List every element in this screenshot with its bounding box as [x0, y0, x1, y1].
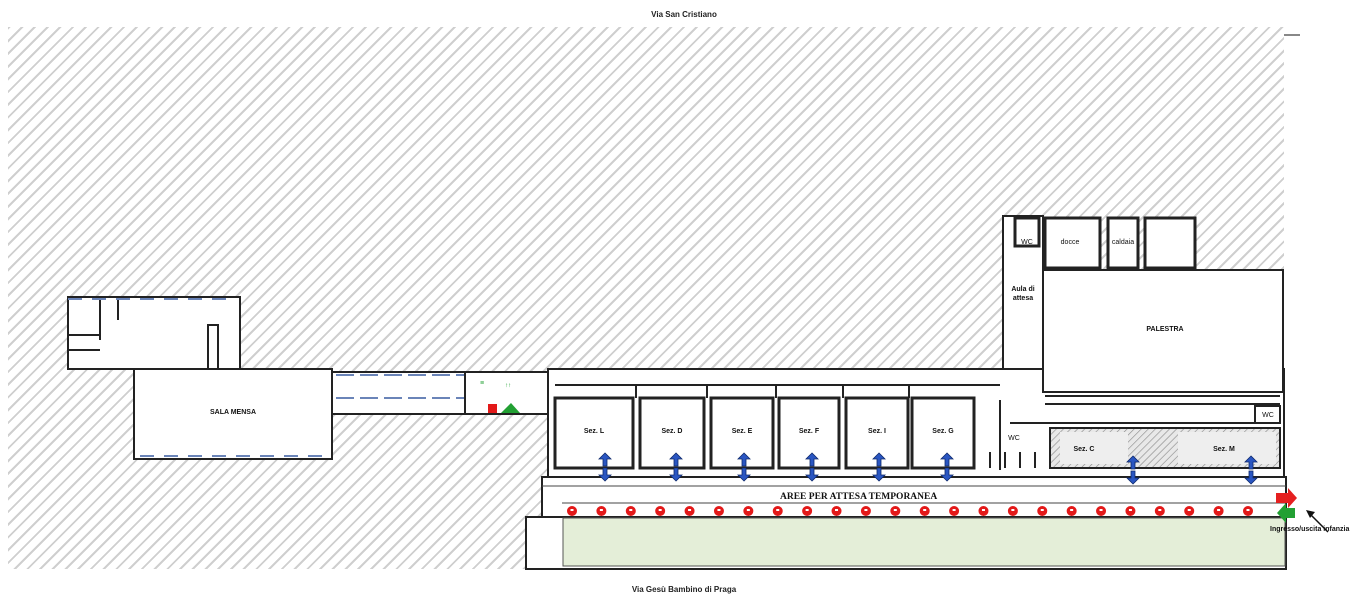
room-label-wc-top: WC	[1021, 239, 1033, 246]
room-label-palestra: PALESTRA	[1146, 326, 1184, 333]
room-label-docce: docce	[1060, 239, 1080, 246]
section-label: Sez. F	[798, 428, 820, 435]
stair-arrows	[598, 452, 1258, 485]
sala-mensa-room	[133, 368, 333, 460]
exit-marker-red	[488, 404, 497, 413]
room-label-sala-mensa: SALA MENSA	[209, 409, 257, 416]
section-label: Sez. M	[1213, 446, 1235, 453]
section-label: Sez. C	[1073, 446, 1095, 453]
stair-arrow	[737, 452, 751, 482]
exit-marker-green	[501, 403, 520, 413]
palestra-room	[1042, 269, 1284, 393]
connector-corridor	[331, 371, 553, 415]
stair-arrow	[1244, 455, 1258, 485]
svg-text:↑↑: ↑↑	[505, 383, 511, 389]
waiting-points	[567, 506, 1253, 516]
stair-arrow	[940, 452, 954, 482]
section-label: Sez. G	[932, 428, 954, 435]
section-label: Sez. I	[868, 428, 886, 435]
stair-arrow	[872, 452, 886, 482]
section-label: Sez. D	[661, 428, 683, 435]
street-label-bottom: Via Gesù Bambino di Praga	[631, 585, 737, 594]
exit-arrow-red	[1276, 488, 1297, 508]
stair-arrow	[598, 452, 612, 482]
courtyard-green	[562, 517, 1286, 567]
building-walls	[67, 215, 1287, 570]
section-label: Sez. L	[583, 428, 605, 435]
room-label-wc-mid: WC	[1008, 435, 1020, 442]
section-label: Sez. E	[731, 428, 753, 435]
left-upper-block	[67, 296, 241, 370]
room-label-caldaia: caldaia	[1111, 239, 1135, 246]
room-label-wc-right: WC	[1262, 412, 1274, 419]
svg-text:≡: ≡	[480, 380, 484, 387]
room-label-aula-attesa: Aula di attesa	[1011, 286, 1035, 302]
stair-arrow	[1126, 455, 1140, 485]
stair-arrow	[805, 452, 819, 482]
street-label-top: Via San Cristiano	[651, 10, 717, 19]
waiting-area-title: AREE PER ATTESA TEMPORANEA	[780, 492, 938, 502]
entry-arrow-green	[1277, 503, 1295, 523]
entrance-label: Ingresso/uscita infanzia	[1270, 526, 1350, 533]
stair-arrow	[669, 452, 683, 482]
